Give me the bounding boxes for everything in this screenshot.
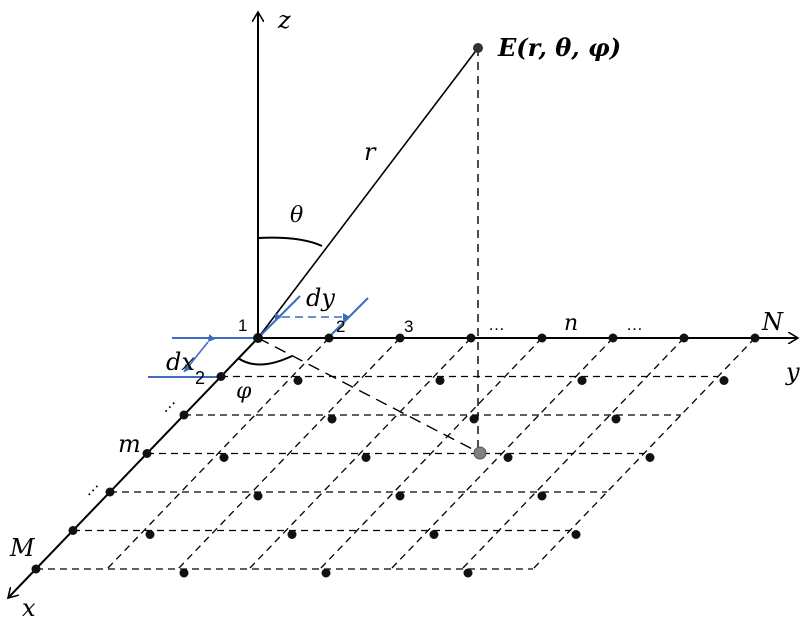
grid-column-line: [461, 337, 685, 570]
array-element-point: [321, 568, 331, 578]
y-axis-label: y: [785, 358, 800, 386]
projection-foot-point: [473, 446, 487, 460]
array-element-point: [179, 568, 189, 578]
column-ellipsis-1: …: [488, 315, 505, 334]
array-element-point: [179, 410, 189, 420]
row-label-2: 2: [195, 368, 205, 388]
column-label-N: N: [761, 308, 784, 336]
dy-label: dy: [306, 284, 335, 312]
grid-column-line: [390, 337, 614, 570]
row-label-m: m: [118, 430, 141, 458]
array-element-point: [679, 333, 689, 343]
array-element-point: [216, 372, 226, 381]
row-ellipsis-1: …: [154, 391, 179, 416]
array-elements: [31, 333, 760, 578]
phi-arc: [237, 355, 293, 366]
grid-column-line: [248, 337, 472, 570]
row-ellipsis-2: …: [77, 474, 102, 499]
radius-vector: [257, 47, 479, 339]
array-element-point: [145, 530, 155, 539]
x-axis: [8, 337, 259, 598]
array-element-point: [537, 333, 547, 343]
array-element-point: [645, 453, 655, 462]
array-element-point: [105, 487, 115, 497]
array-element-point: [469, 414, 479, 424]
grid-column-line: [106, 337, 330, 570]
column-ellipsis-2: …: [626, 315, 643, 334]
column-label-3: 3: [404, 317, 413, 336]
column-label-2: 2: [336, 317, 345, 336]
array-element-point: [219, 453, 229, 462]
array-element-point: [31, 564, 41, 574]
array-element-point: [435, 376, 445, 385]
grid-column-line: [532, 337, 756, 570]
dy-indicator: [257, 295, 369, 339]
array-element-point: [395, 333, 405, 343]
array-element-point: [571, 530, 581, 539]
array-element-point: [324, 333, 334, 343]
array-element-point: [537, 491, 547, 501]
array-element-point: [611, 414, 621, 424]
point-E: [473, 43, 483, 53]
array-element-point: [719, 376, 729, 385]
column-label-n: n: [564, 311, 578, 336]
array-element-point: [577, 376, 587, 385]
array-element-point: [361, 453, 371, 462]
array-element-point: [395, 491, 405, 501]
array-element-point: [327, 414, 337, 424]
array-element-point: [608, 333, 618, 343]
array-element-point: [253, 491, 263, 501]
row-label-M: M: [9, 534, 36, 562]
array-element-point: [466, 333, 476, 343]
column-label-1: 1: [238, 316, 247, 335]
grid-column-line: [319, 337, 543, 570]
dx-indicator: [148, 334, 258, 378]
array-element-point: [287, 530, 297, 539]
array-element-point: [463, 568, 473, 578]
horizontal-projection-line: [257, 337, 479, 453]
theta-arc: [257, 236, 323, 247]
element-grid: [36, 337, 756, 570]
array-element-point: [293, 376, 303, 385]
array-element-point: [142, 449, 152, 458]
theta-label: θ: [290, 203, 303, 228]
x-axis-label: x: [22, 594, 36, 622]
array-element-point: [68, 526, 78, 535]
z-axis-label: z: [277, 6, 291, 34]
radius-label: r: [364, 138, 377, 166]
point-E-label: E(r, θ, φ): [497, 33, 621, 62]
array-element-point: [503, 453, 513, 462]
dx-label: dx: [166, 348, 195, 376]
array-element-point: [750, 333, 760, 343]
array-element-point: [429, 530, 439, 539]
origin-element: [253, 333, 263, 343]
grid-column-line: [177, 337, 401, 570]
phi-label: φ: [236, 379, 252, 404]
